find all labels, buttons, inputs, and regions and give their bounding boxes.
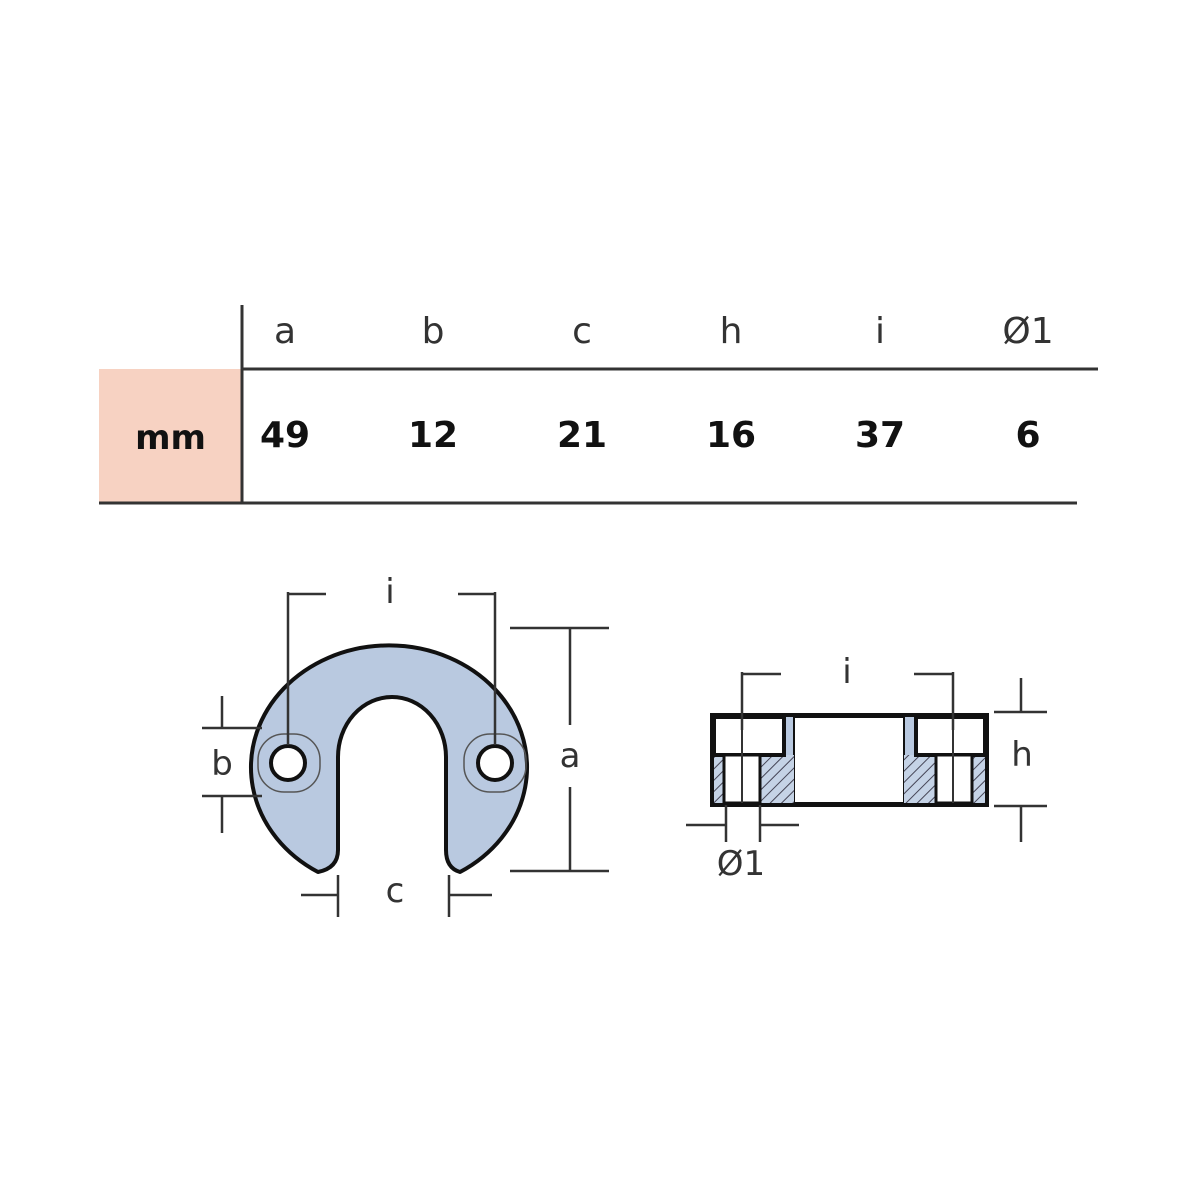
front-label-a: a <box>559 736 581 776</box>
value-b: 12 <box>407 415 459 456</box>
front-label-i: i <box>385 572 395 612</box>
side-label-diameter: Ø1 <box>716 844 766 884</box>
front-label-b: b <box>211 744 233 784</box>
right-hatch-inner <box>904 755 936 803</box>
right-bolt-hole <box>476 744 514 782</box>
dimension-diameter <box>686 805 799 842</box>
right-hatch-outer <box>972 755 985 803</box>
left-counterbore <box>712 715 786 757</box>
dimension-i-front <box>286 592 497 745</box>
left-hatch-inner <box>760 755 794 803</box>
value-c: 21 <box>556 415 608 456</box>
column-header-h: h <box>719 311 743 352</box>
value-i: 37 <box>854 415 906 456</box>
value-h: 16 <box>705 415 757 456</box>
column-header-diameter: Ø1 <box>1002 311 1054 352</box>
left-hatch-outer <box>714 755 724 803</box>
column-header-a: a <box>273 311 297 352</box>
unit-label: mm <box>135 418 206 458</box>
front-view <box>202 592 609 917</box>
side-view <box>686 672 1047 842</box>
column-header-b: b <box>421 311 445 352</box>
dimension-i-side <box>740 672 955 730</box>
dimension-b <box>202 696 262 833</box>
front-view-anode-body <box>249 643 529 874</box>
dimension-a <box>510 626 609 873</box>
unit-cell-background <box>99 369 242 503</box>
front-label-c: c <box>385 871 405 911</box>
table-rules <box>99 305 1098 505</box>
column-header-c: c <box>572 311 592 352</box>
value-a: 49 <box>259 415 311 456</box>
dimension-c <box>301 875 492 917</box>
dimension-h <box>994 678 1047 842</box>
side-label-h: h <box>1011 735 1033 775</box>
column-header-i: i <box>874 311 885 352</box>
side-label-i: i <box>842 652 852 692</box>
right-counterbore <box>914 715 987 757</box>
center-slot <box>793 716 905 804</box>
left-bolt-hole <box>269 744 307 782</box>
value-diameter: 6 <box>1015 415 1041 456</box>
